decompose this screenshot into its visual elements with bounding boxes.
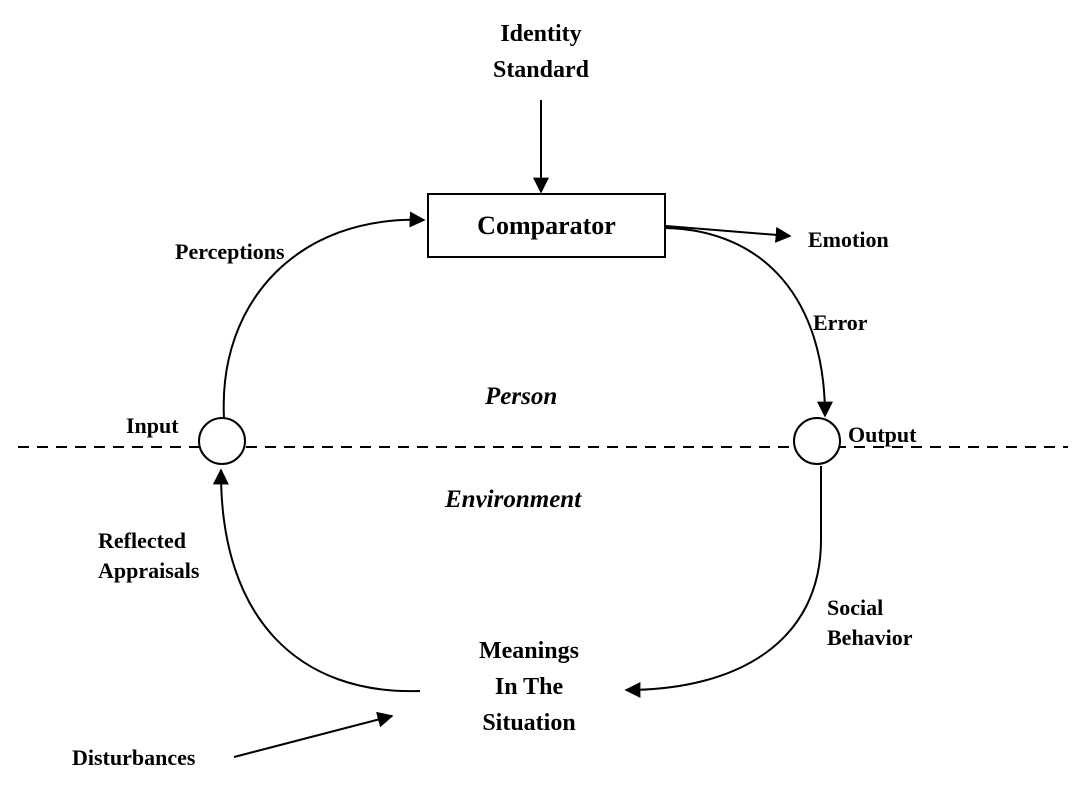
error-label: Error [813,310,868,335]
perceptions-label: Perceptions [175,239,285,264]
reflected-appraisals-line1: Reflected [98,528,186,553]
meanings-in-the-situation-label: Meanings In The Situation [444,633,614,741]
identity-standard-line2: Standard [492,57,590,83]
error-arrow [664,227,833,418]
input-label: Input [126,413,179,438]
meanings-line3: Situation [482,710,576,736]
comparator-box [427,193,666,258]
reflected-appraisals-label: Reflected Appraisals [98,526,199,586]
social-behavior-line2: Behavior [827,625,913,650]
meanings-line1: Meanings [478,638,579,664]
emotion-label: Emotion [808,227,889,252]
identity-standard-label: Identity Standard [466,16,616,88]
reflected-appraisals-line2: Appraisals [98,558,200,583]
environment-label: Environment [445,486,582,513]
social-behavior-arrow [624,466,822,698]
meanings-line2: In The [494,674,564,700]
output-node [793,417,841,465]
social-behavior-label: Social Behavior [827,593,913,653]
person-label: Person [485,383,558,410]
output-label: Output [848,422,917,447]
emotion-arrow [665,225,792,243]
reflected-appraisals-arrow [212,468,421,693]
comparator-label: Comparator [477,211,616,240]
identity-standard-line1: Identity [500,21,582,47]
perceptions-arrow [222,211,426,419]
disturbances-arrow [233,711,394,758]
input-node [198,417,246,465]
disturbances-label: Disturbances [72,745,196,770]
social-behavior-line1: Social [827,595,884,620]
